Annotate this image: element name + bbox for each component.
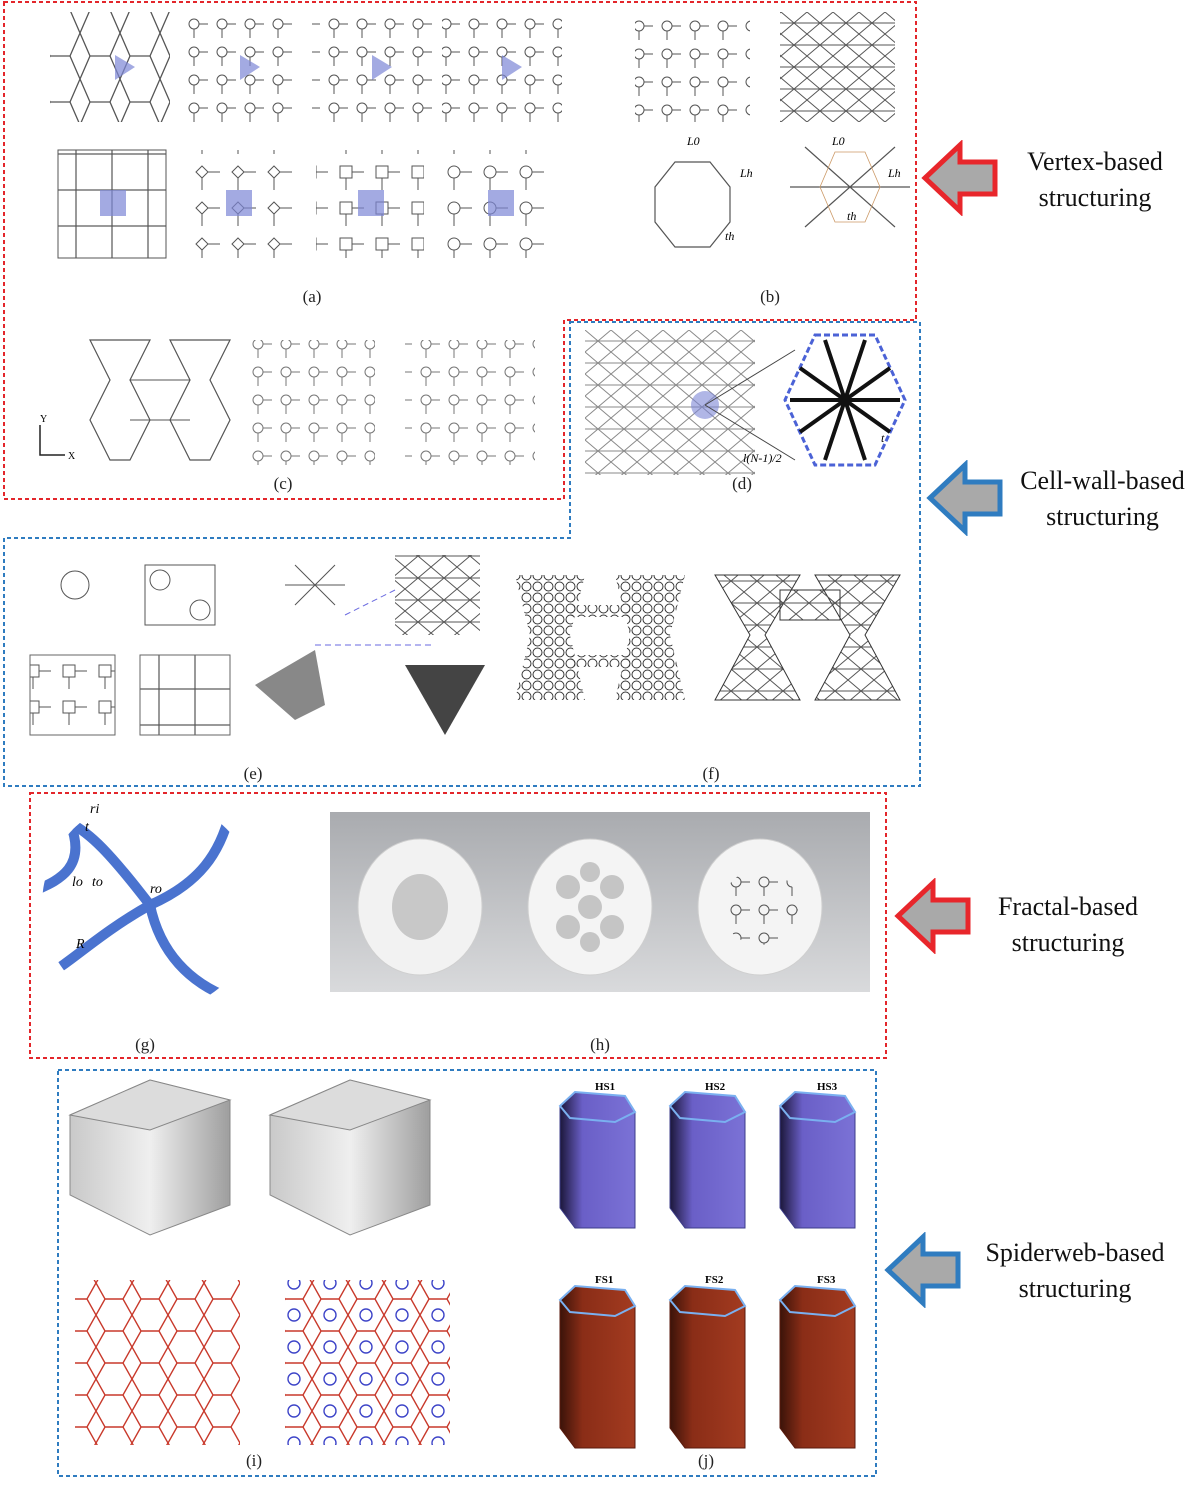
category-vertex: Vertex-based structuring (995, 144, 1195, 216)
left-arrow-icon (926, 460, 1003, 536)
category-fractal-line1: Fractal-based (997, 892, 1139, 921)
category-spiderweb-line1: Spiderweb-based (985, 1238, 1165, 1267)
dim-t: t (85, 820, 90, 835)
dim-lh-right: Lh (887, 166, 901, 180)
category-cellwall-line2: structuring (1046, 502, 1159, 531)
dim-lh-left: Lh (739, 166, 753, 180)
dim-lo: lo (72, 875, 83, 890)
fs2-label: FS2 (705, 1274, 724, 1286)
category-vertex-line2: structuring (1038, 183, 1152, 212)
panel-label-a: (a) (302, 287, 322, 306)
panel-label-f: (f) (702, 764, 720, 783)
category-cellwall: Cell-wall-based structuring (1005, 463, 1200, 535)
panel-h-photo (330, 812, 870, 992)
hs1-label: HS1 (595, 1081, 615, 1093)
dim-l0-right: L0 (831, 134, 845, 148)
dim-l-n: l(N-1)/2 (743, 451, 782, 465)
panel-label-b: (b) (760, 287, 780, 306)
panel-f-diagram (515, 574, 901, 701)
axis-y-label: Y (40, 414, 47, 425)
panel-d-diagram: l(N-1)/2 t (585, 330, 907, 475)
spiderweb-frame (57, 1069, 877, 1477)
panel-b-diagram: L0 Lh th L0 Lh th (635, 12, 910, 248)
vertex-frame (3, 1, 917, 500)
panel-i-diagram (68, 1079, 450, 1445)
dim-l0-left: L0 (686, 134, 700, 148)
panel-label-h: (h) (590, 1035, 610, 1054)
panel-c-diagram: Y X (39, 339, 535, 465)
category-fractal: Fractal-based structuring (968, 889, 1168, 961)
category-spiderweb-line2: structuring (1018, 1274, 1132, 1303)
panel-label-j: (j) (697, 1451, 715, 1470)
left-arrow-icon (884, 1232, 961, 1308)
cellwall-frame (3, 321, 921, 787)
panel-a-lattices (50, 12, 562, 259)
fs3-label: FS3 (817, 1274, 836, 1286)
panel-label-g: (g) (135, 1035, 155, 1054)
panel-label-e: (e) (243, 764, 263, 783)
category-vertex-line1: Vertex-based (1027, 147, 1163, 176)
category-spiderweb: Spiderweb-based structuring (965, 1235, 1185, 1307)
category-fractal-line2: structuring (1011, 928, 1125, 957)
fractal-frame (29, 792, 887, 1059)
category-cellwall-line1: Cell-wall-based (1020, 466, 1185, 495)
dim-t-d: t (881, 431, 885, 445)
panel-e-diagram (29, 555, 485, 736)
fs1-label: FS1 (595, 1274, 613, 1286)
dim-r: R (75, 937, 85, 952)
left-arrow-icon (921, 140, 998, 216)
panel-g-diagram: ri t lo to ro R (42, 802, 258, 1013)
axis-x-label: X (68, 451, 76, 462)
panel-label-d: (d) (732, 474, 752, 493)
hs3-label: HS3 (817, 1081, 838, 1093)
dim-ro: ro (150, 882, 162, 897)
dim-to: to (92, 875, 103, 890)
star-cell-left (654, 161, 731, 248)
panel-label-i: (i) (245, 1451, 263, 1470)
panel-j-diagram: HS1 HS2 HS3 FS1 FS2 FS3 (558, 1081, 857, 1449)
dim-th-left: th (725, 229, 734, 243)
panel-label-c: (c) (273, 474, 293, 493)
dim-ri: ri (90, 802, 99, 817)
hs2-label: HS2 (705, 1081, 726, 1093)
dim-th-right: th (847, 209, 856, 223)
left-arrow-icon (894, 878, 971, 954)
